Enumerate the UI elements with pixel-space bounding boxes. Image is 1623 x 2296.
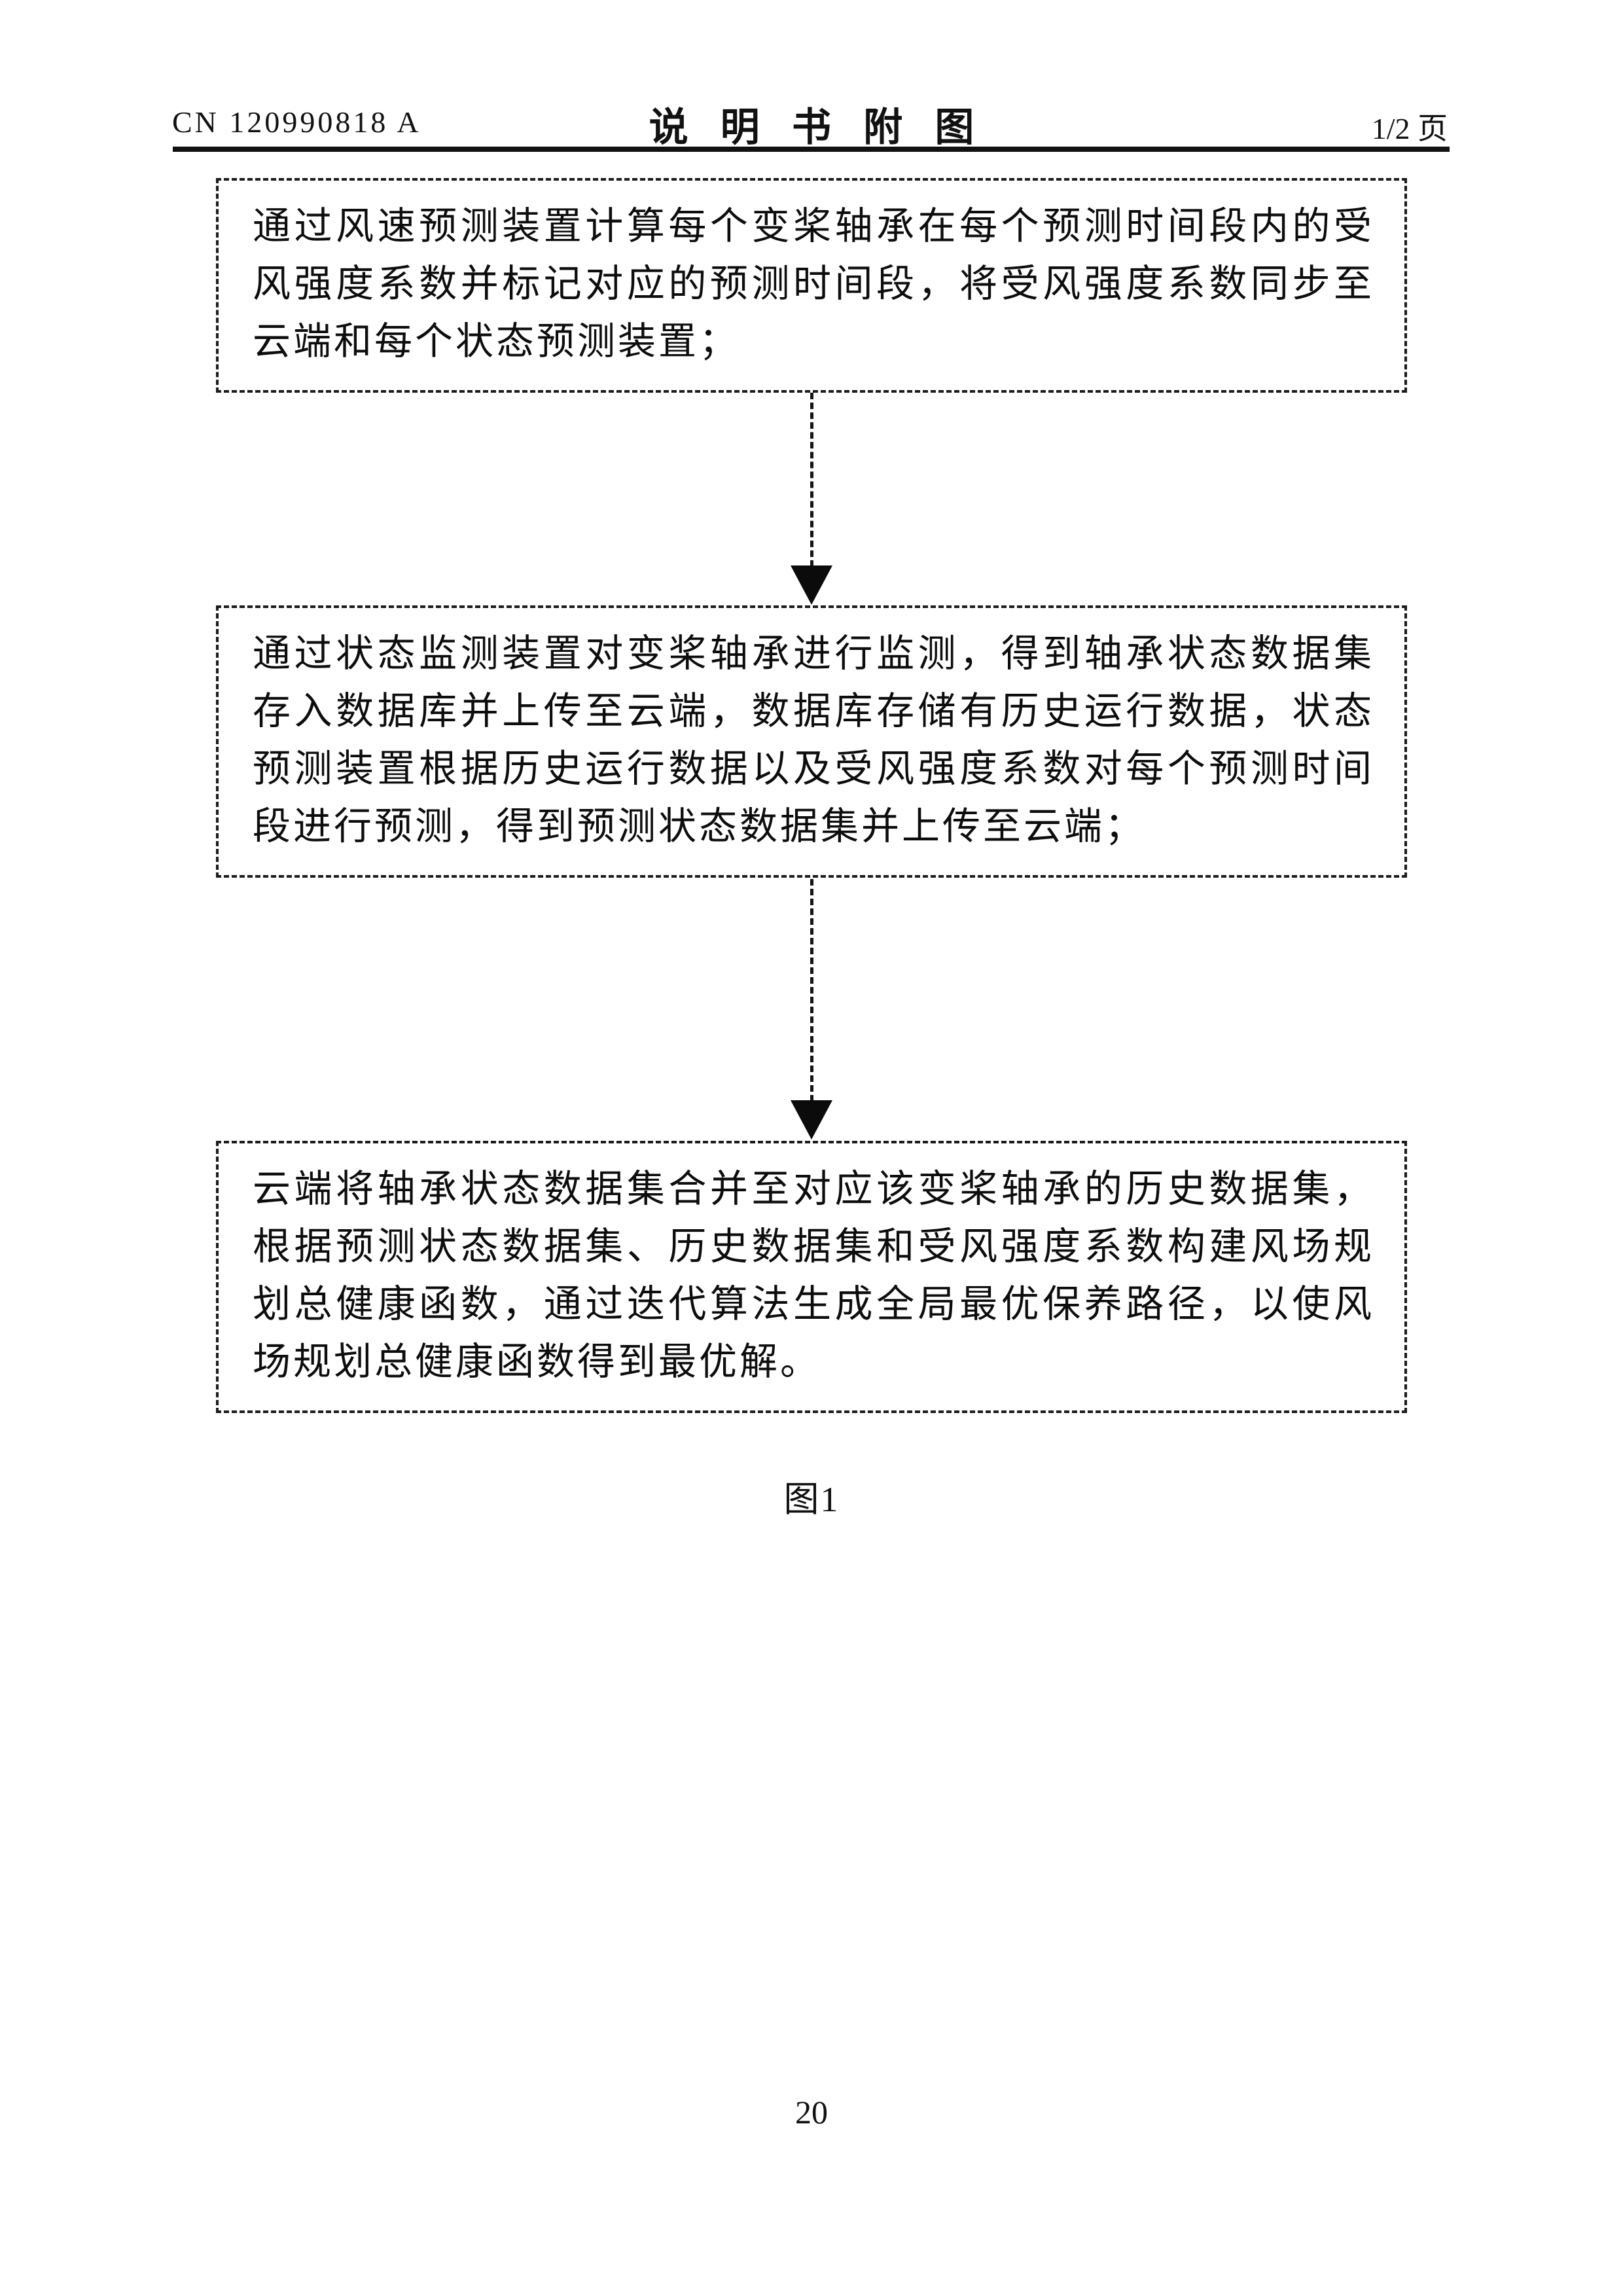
flow-step-1-line-3: 云端和每个状态预测装置； [253,320,740,363]
flow-step-3-line-1: 云端将轴承状态数据集合并至对应该变桨轴承的历史数据集， [253,1168,1372,1210]
flow-arrow-1 [791,393,832,605]
document-title: 说明书附图 [649,106,1007,149]
flow-step-2-line-3: 预测装置根据历史运行数据以及受风强度系数对每个预测时间 [253,747,1372,790]
flow-step-2-line-4: 段进行预测，得到预测状态数据集并上传至云端； [253,805,1146,848]
flow-step-2: 通过状态监测装置对变桨轴承进行监测，得到轴承状态数据集 存入数据库并上传至云端，… [216,605,1407,878]
page-indicator: 1/2 页 [1371,112,1448,145]
flow-step-3-line-2: 根据预测状态数据集、历史数据集和受风强度系数构建风场规 [253,1225,1372,1268]
arrow-down-icon [791,1100,832,1139]
flow-arrow-2 [791,879,832,1139]
arrow-stem [810,879,813,1102]
arrow-down-icon [791,565,832,605]
flow-step-3-line-4: 场规划总健康函数得到最优解。 [253,1340,821,1383]
flow-step-2-line-2: 存入数据库并上传至云端，数据库存储有历史运行数据，状态 [253,690,1372,732]
flow-step-1-line-2: 风强度系数并标记对应的预测时间段，将受风强度系数同步至 [253,262,1372,305]
flow-step-1: 通过风速预测装置计算每个变桨轴承在每个预测时间段内的受 风强度系数并标记对应的预… [216,178,1407,393]
flow-step-2-line-1: 通过状态监测装置对变桨轴承进行监测，得到轴承状态数据集 [253,632,1372,675]
page-number: 20 [795,2094,828,2130]
flow-step-1-line-1: 通过风速预测装置计算每个变桨轴承在每个预测时间段内的受 [253,205,1372,247]
flow-step-3: 云端将轴承状态数据集合并至对应该变桨轴承的历史数据集， 根据预测状态数据集、历史… [216,1141,1407,1413]
header-rule [173,147,1450,152]
arrow-stem [810,393,813,567]
patent-number: CN 120990818 A [172,105,421,139]
figure-caption: 图1 [783,1480,840,1519]
flow-step-3-line-3: 划总健康函数，通过迭代算法生成全局最优保养路径，以使风 [253,1283,1372,1325]
